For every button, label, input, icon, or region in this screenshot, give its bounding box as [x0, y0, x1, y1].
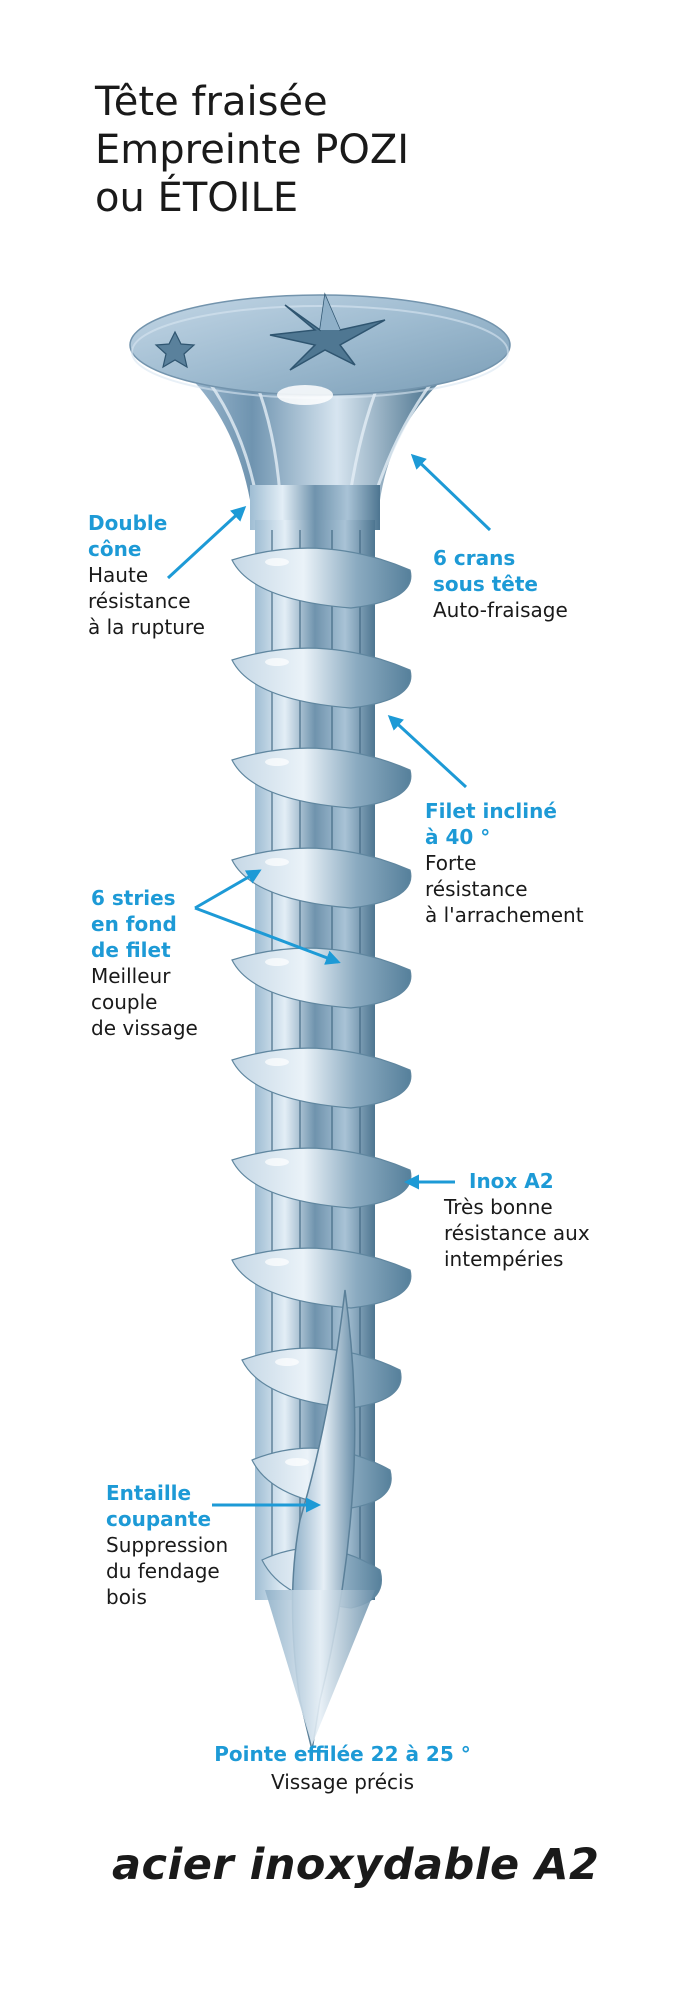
thread-highlight [265, 1158, 289, 1166]
thread-highlight [285, 1458, 309, 1466]
screw-tip [265, 1590, 375, 1745]
callout-desc: de vissage [91, 1016, 198, 1040]
callout-title: sous tête [433, 572, 538, 596]
callout-desc: intempéries [444, 1247, 564, 1271]
page-title: Tête fraisée Empreinte POZI ou ÉTOILE [95, 78, 409, 222]
callout-desc: résistance [88, 589, 191, 613]
callout-title: en fond [91, 912, 177, 936]
thread-highlight [265, 858, 289, 866]
callout-stainless: Inox A2 Très bonne résistance aux intemp… [444, 1168, 590, 1272]
callout-six-notches: 6 crans sous tête Auto-fraisage [433, 545, 568, 623]
callout-title: 6 stries [91, 886, 176, 910]
star-icon [154, 330, 196, 369]
arrow-grooves-lower [194, 906, 341, 965]
callout-desc: bois [106, 1585, 147, 1609]
title-line-1: Tête fraisée [95, 79, 328, 125]
callout-thread-angle: Filet incliné à 40 ° Forte résistance à … [425, 798, 584, 928]
callout-desc: Suppression [106, 1533, 229, 1557]
callout-desc: couple [91, 990, 158, 1014]
arrow-thread-angle [387, 714, 468, 789]
callout-cutting-notch: Entaille coupante Suppression du fendage… [106, 1480, 228, 1610]
callout-title: à 40 ° [425, 825, 491, 849]
thread-highlight [265, 758, 289, 766]
thread-highlight [265, 1058, 289, 1066]
material-label: acier inoxydable A2 [112, 1840, 600, 1890]
callout-title: coupante [106, 1507, 212, 1531]
callout-title: Inox A2 [469, 1169, 554, 1193]
arrow-double-cone [166, 505, 247, 580]
callout-title: 6 crans [433, 546, 516, 570]
callout-desc: Auto-fraisage [433, 598, 568, 622]
title-line-3: ou ÉTOILE [95, 175, 299, 221]
callout-title: Filet incliné [425, 799, 557, 823]
callout-desc: à l'arrachement [425, 903, 584, 927]
callout-title: de filet [91, 938, 171, 962]
callout-desc: Très bonne [444, 1195, 553, 1219]
callout-desc: résistance [425, 877, 528, 901]
callout-desc: Forte [425, 851, 477, 875]
callout-desc: du fendage [106, 1559, 220, 1583]
callout-desc: Meilleur [91, 964, 171, 988]
arrow-six-notches [410, 453, 492, 532]
callout-six-grooves: 6 stries en fond de filet Meilleur coupl… [91, 885, 198, 1041]
callout-desc: Vissage précis [270, 1770, 414, 1794]
callout-desc: à la rupture [88, 615, 205, 639]
callout-arrows [166, 453, 492, 1513]
pozi-icon [269, 292, 386, 371]
callout-title: Double [88, 511, 168, 535]
callout-tip: Pointe effilée 22 à 25 ° Vissage précis [0, 1740, 685, 1796]
thread-highlight [275, 1358, 299, 1366]
thread-highlight [265, 1258, 289, 1266]
thread-highlight [265, 558, 289, 566]
callout-double-cone: Double cône Haute résistance à la ruptur… [88, 510, 205, 640]
callout-desc: Haute [88, 563, 149, 587]
callout-title: cône [88, 537, 142, 561]
thread-highlight [265, 958, 289, 966]
callout-title: Entaille [106, 1481, 192, 1505]
callout-title: Pointe effilée 22 à 25 ° [214, 1742, 471, 1766]
arrow-grooves-upper [194, 869, 262, 910]
callout-desc: résistance aux [444, 1221, 590, 1245]
title-line-2: Empreinte POZI [95, 127, 410, 173]
thread-highlight [265, 658, 289, 666]
